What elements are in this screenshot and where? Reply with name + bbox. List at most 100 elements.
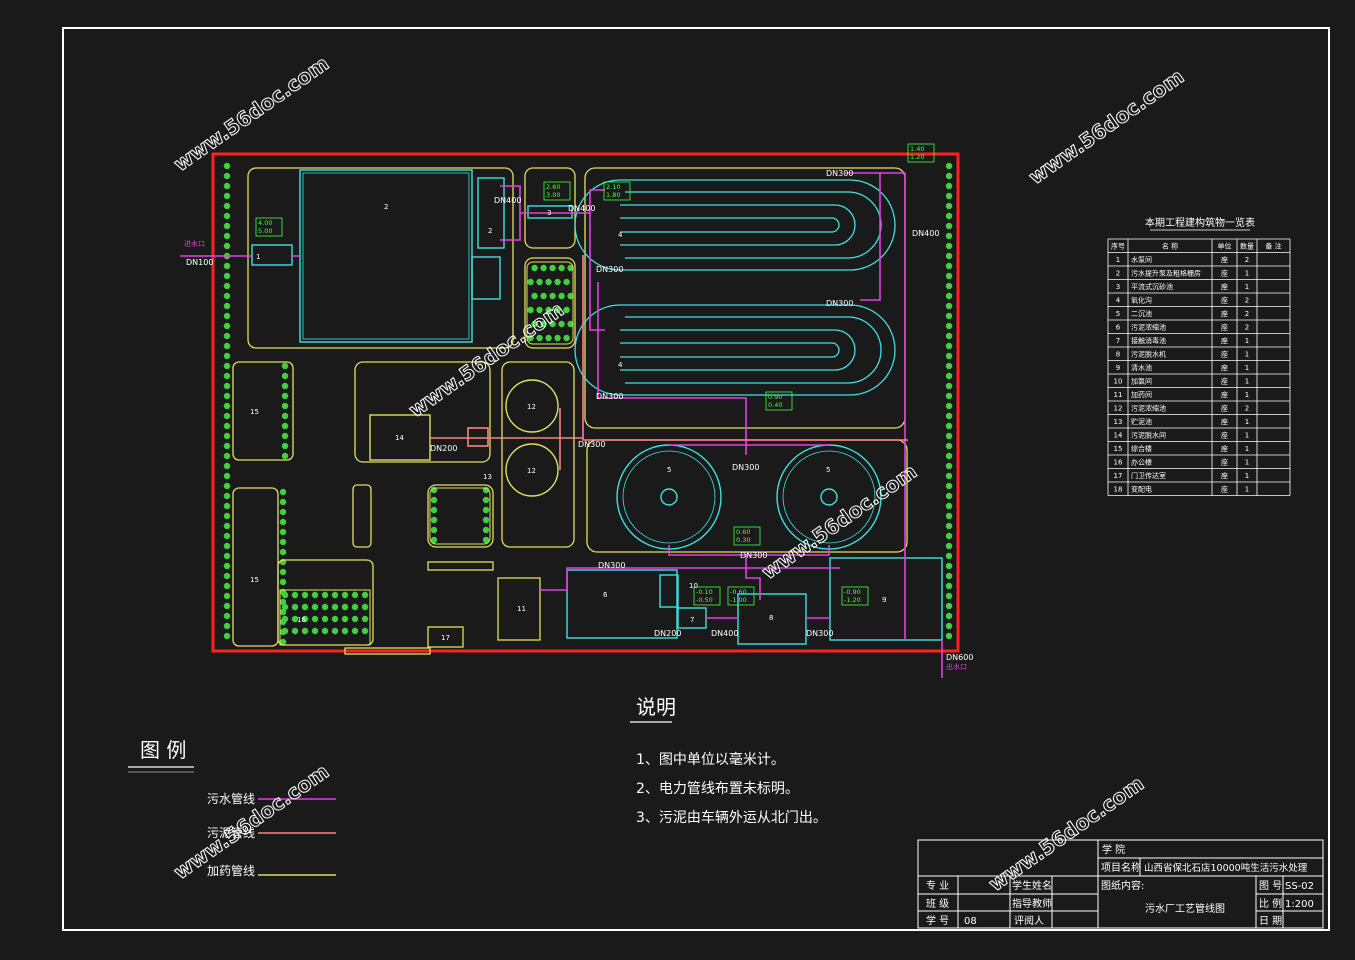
tree [945,162,953,170]
tree [223,602,231,610]
tree [223,162,231,170]
tree [301,615,309,623]
oxidation-ditches [574,179,896,396]
table-cell-name: 氧化沟 [1131,296,1152,305]
plan-labels: DN100 进水口 DN400 DN400 DN400 DN300 DN300 … [184,143,973,671]
tree [223,242,231,250]
tree [540,264,547,272]
tb-scale-value: 1:200 [1285,899,1314,910]
structure-12b [505,443,559,497]
tree [223,522,231,530]
tree-rows [223,162,953,646]
road-block-12 [501,361,575,548]
pipe-label-dn600: DN600 [946,653,973,662]
tree [549,320,556,328]
table-header: 备 注 [1265,242,1281,251]
tree [223,402,231,410]
unit-2: 2 [384,203,388,211]
tree [223,452,231,460]
table-cell-unit: 座 [1221,404,1228,413]
tree [281,382,289,390]
unit-9: 9 [882,596,886,604]
unit-12a: 12 [527,403,536,411]
unit-17: 17 [441,634,450,642]
pipe-label-dn300-top: DN300 [826,169,853,178]
table-cell-no: 4 [1116,297,1121,305]
tree [945,552,953,560]
tree [223,322,231,330]
tree [311,603,319,611]
tree [311,591,319,599]
unit-7: 7 [690,616,694,624]
table-cell-name: 变配电 [1131,485,1152,494]
tree [331,603,339,611]
table-cell-name: 加氯间 [1131,377,1152,386]
tb-reviewer-label: 评阅人 [1014,914,1044,927]
tree [279,518,287,526]
pipe-label-dn400-right: DN400 [912,229,939,238]
pipe-label-dn100: DN100 [186,258,213,267]
tree [945,292,953,300]
tree [223,272,231,280]
table-cell-unit: 座 [1221,296,1228,305]
tree [279,508,287,516]
notes-title: 说明 [636,695,676,719]
tree [527,306,534,314]
table-header: 数量 [1240,242,1254,251]
tree [361,615,369,623]
legend-title: 图 例 [140,738,186,762]
tree [945,392,953,400]
tb-project-value: 山西省保北石店10000吨生活污水处理 [1144,862,1308,874]
table-cell-unit: 座 [1221,350,1228,359]
pipe-label-dn400-a: DN400 [494,196,521,205]
table-cell-no: 8 [1116,351,1120,359]
road-block-inlet [247,167,514,349]
table-cell-qty: 1 [1245,472,1249,480]
elev-e3: 2.10 [606,183,620,191]
unit-11: 11 [517,605,526,613]
table-cell-unit: 座 [1221,417,1228,426]
tree [531,292,538,300]
tree [945,332,953,340]
table-cell-no: 2 [1116,270,1120,278]
tree [321,603,329,611]
structure-9 [829,557,943,641]
tb-drawing-no-value: SS-02 [1285,881,1314,892]
unit-15b: 15 [250,576,259,584]
tree [945,352,953,360]
tree [351,591,359,599]
tree [945,452,953,460]
unit-1: 1 [256,253,260,261]
tb-class-label: 班 级 [926,898,949,910]
tree [321,591,329,599]
table-cell-unit: 座 [1221,336,1228,345]
table-cell-unit: 座 [1221,363,1228,372]
building-17 [427,626,464,648]
tree [331,615,339,623]
tree [558,264,565,272]
tree [540,320,547,328]
table-cell-qty: 1 [1245,283,1249,291]
tree [945,512,953,520]
gate [344,647,431,655]
tb-school-label: 学 院 [1102,843,1125,856]
table-cell-unit: 座 [1221,323,1228,332]
table-cell-unit: 座 [1221,485,1228,494]
tree [531,264,538,272]
tree [223,312,231,320]
elev-e6: 0.60 [736,528,750,536]
table-cell-qty: 2 [1245,256,1249,264]
unit-2b: 2 [488,227,492,235]
tree [945,462,953,470]
tree [301,603,309,611]
unit-12b: 12 [527,467,536,475]
tree [281,627,289,635]
table-cell-unit: 座 [1221,471,1228,480]
tree [341,615,349,623]
tree [536,306,543,314]
drawing-frame [62,27,1330,931]
tree [361,627,369,635]
tree [945,322,953,330]
tree [430,496,438,504]
tree [563,334,570,342]
